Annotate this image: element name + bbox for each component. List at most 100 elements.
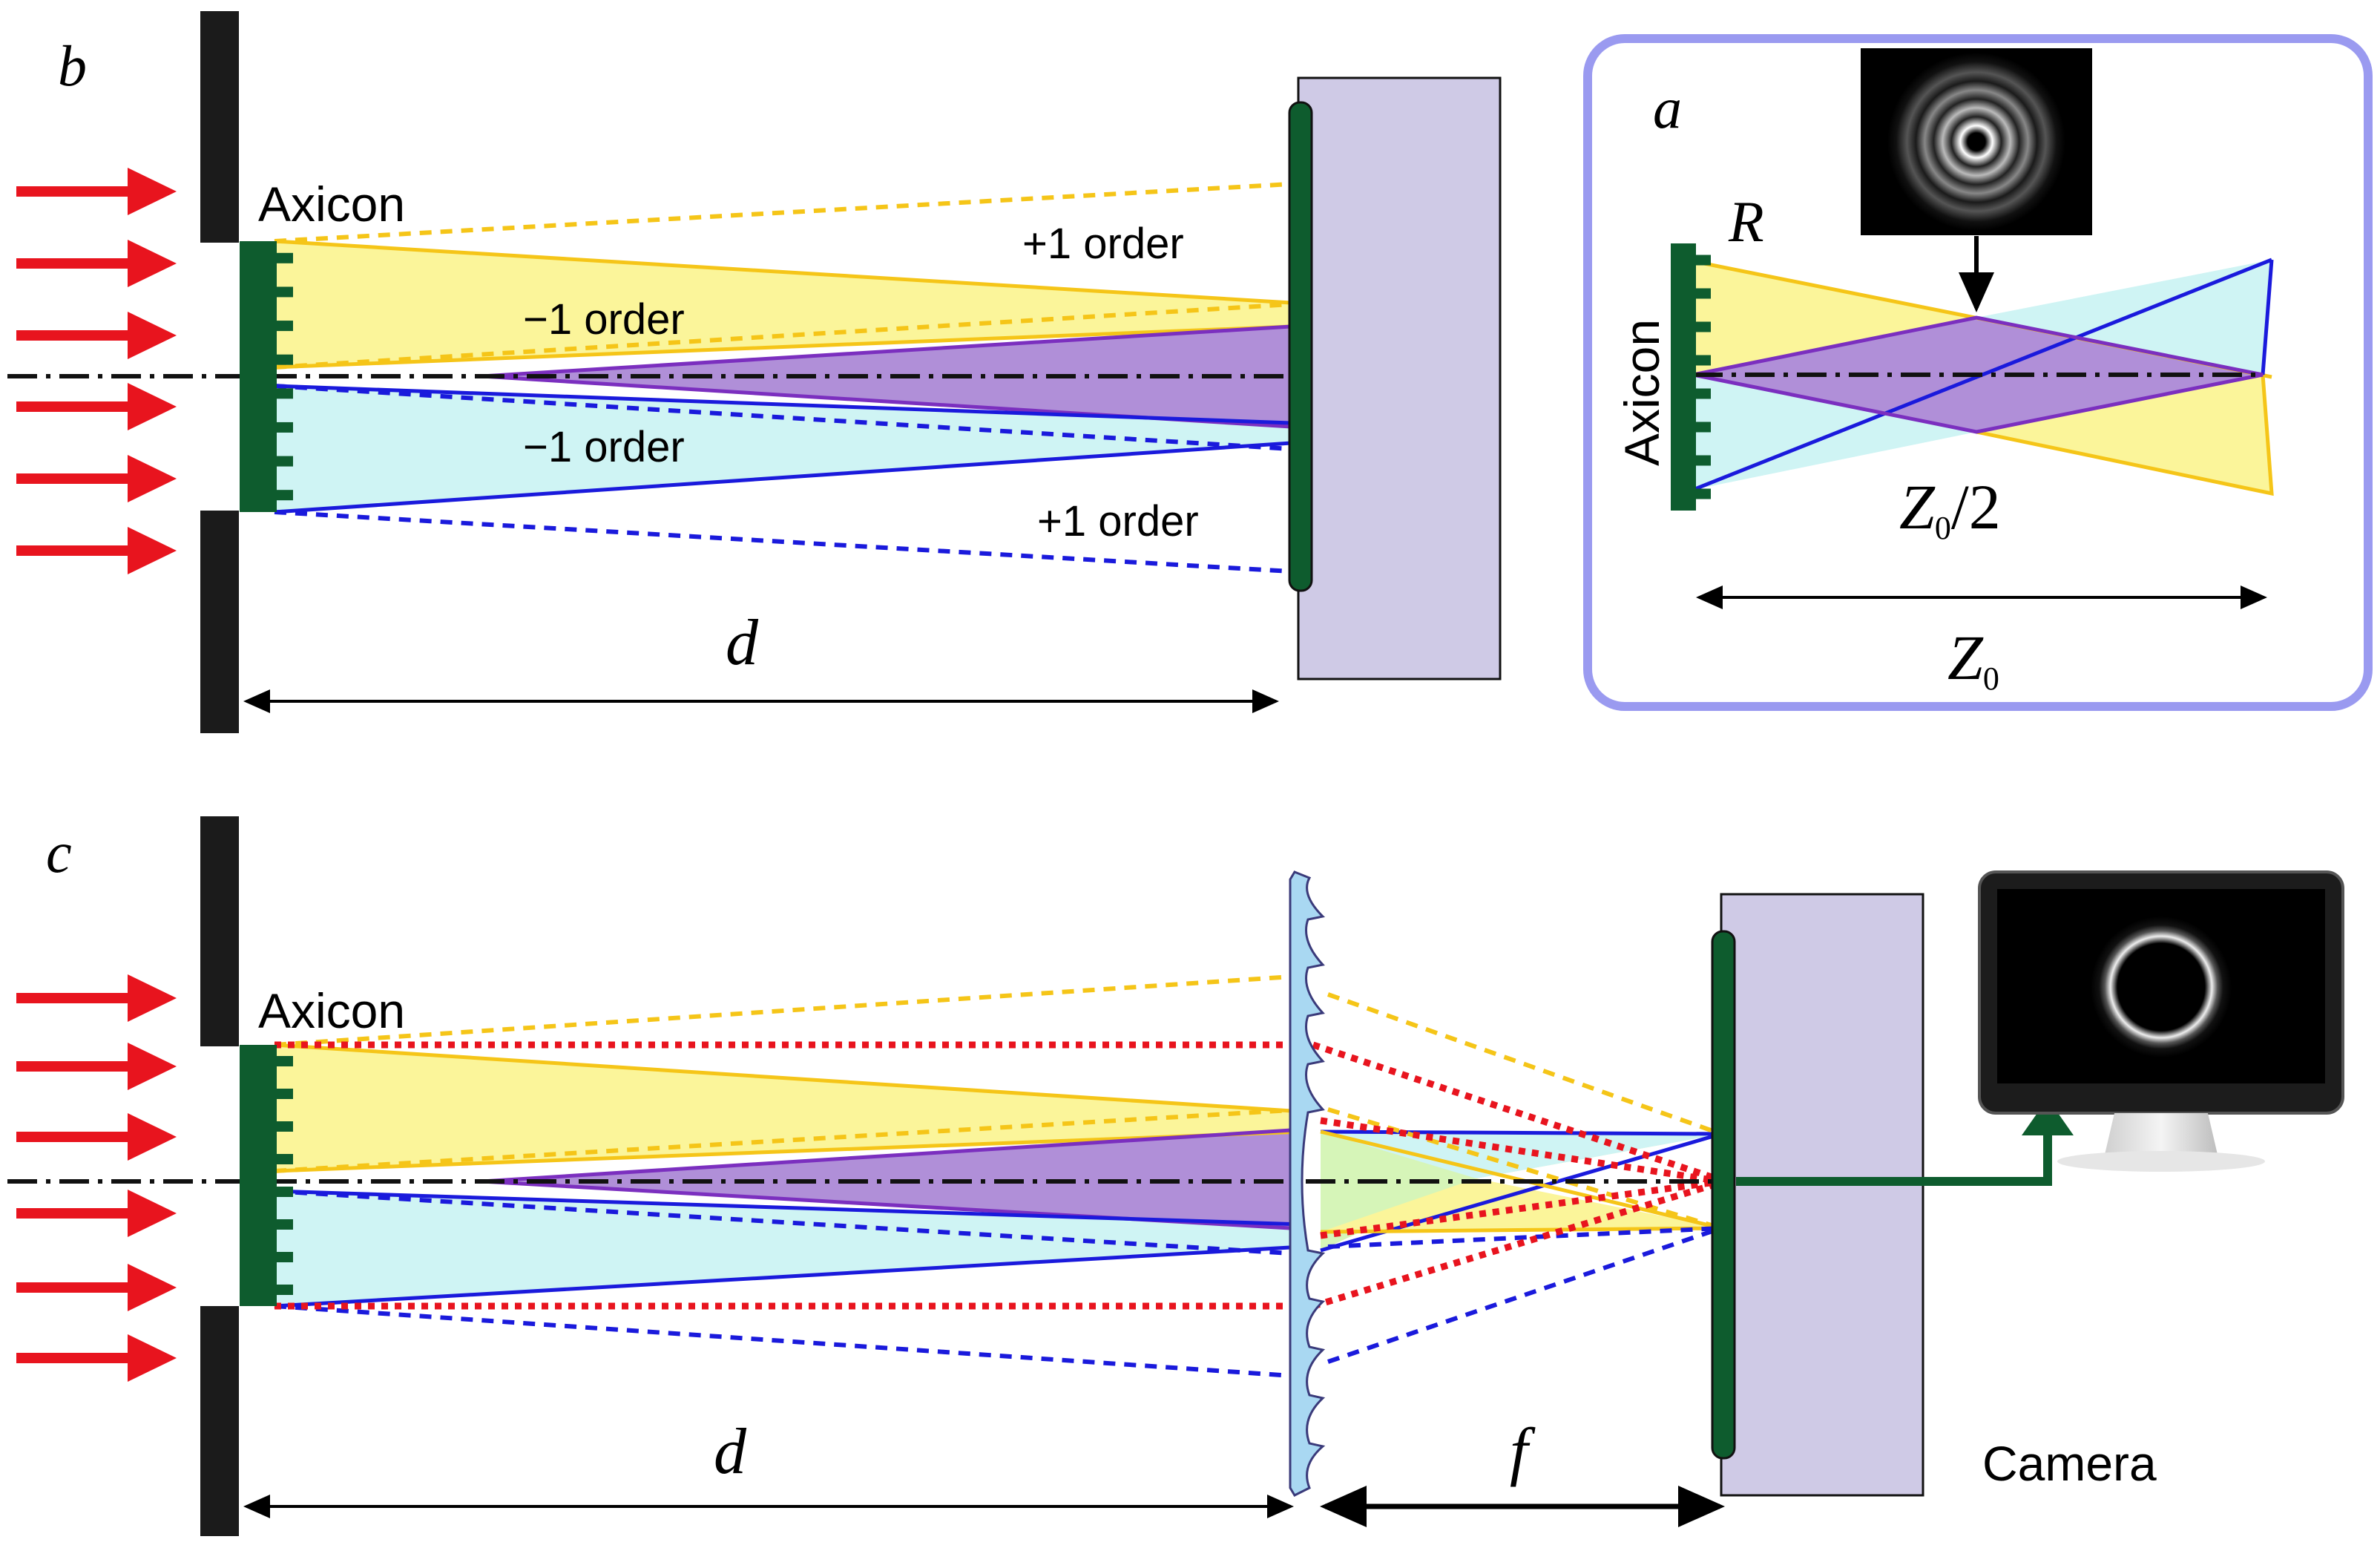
c-plus-ray-bottom	[274, 1304, 1304, 1379]
axicon-tooth	[277, 456, 293, 467]
panel-c: c Axicon d f Camera	[7, 816, 2344, 1536]
c-detector-strip	[1711, 930, 1736, 1460]
c-minus-ray-bottom	[274, 1189, 1304, 1256]
input-arrow	[16, 1043, 177, 1090]
axicon-label-b: Axicon	[258, 177, 405, 232]
length-label: Z0	[1947, 622, 1999, 697]
purple-edge-top	[481, 324, 1292, 378]
input-arrow	[16, 455, 177, 502]
axicon-tooth	[277, 286, 293, 298]
minus-order-beam-bottom	[275, 386, 1291, 512]
c-input-beam-arrows	[16, 974, 177, 1382]
input-arrow	[16, 1190, 177, 1237]
distance-label-c: d	[714, 1416, 747, 1488]
input-arrow	[16, 1113, 177, 1161]
focal-label: f	[1510, 1416, 1536, 1488]
c-screen-plate	[1720, 893, 1924, 1497]
input-beam-arrows	[16, 168, 177, 574]
input-arrow	[16, 974, 177, 1022]
inset-purple-outline	[1692, 315, 2264, 434]
blue-edge-bottom	[274, 441, 1292, 514]
c-plus-ray-top-after	[1327, 992, 1723, 1136]
camera-label: Camera	[1982, 1436, 2157, 1491]
axicon-tooth	[1696, 321, 1711, 332]
axicon-tooth	[277, 354, 293, 365]
axicon-tooth	[277, 1219, 293, 1230]
c-blue-edge-inner	[274, 1189, 1304, 1227]
c-cyan-focus	[1321, 1132, 1721, 1178]
c-yellow-beam	[275, 1045, 1303, 1171]
axicon-tooth	[277, 1285, 293, 1295]
inset-yellow-right	[1976, 375, 2272, 493]
input-arrow	[16, 240, 177, 287]
axicon-tooth	[277, 1056, 293, 1066]
inset-yellow-left	[1693, 261, 1976, 375]
panel-a-inset: a R Axicon Z0/2 Z0	[1583, 34, 2373, 711]
aperture-bottom	[200, 511, 239, 733]
axicon-tooth	[277, 1252, 293, 1262]
axicon-tooth	[277, 490, 293, 501]
panel-letter-a: a	[1653, 76, 1682, 140]
axicon-tooth	[277, 321, 293, 332]
c-yellow-edge-inner	[274, 1129, 1304, 1173]
camera-monitor	[1978, 870, 2344, 1172]
axicon-tooth	[1696, 488, 1711, 499]
minus-order-ray-bottom	[274, 384, 1292, 451]
axicon-tooth	[1696, 355, 1711, 366]
distance-label-b: d	[726, 607, 759, 679]
fresnel-lens	[1289, 870, 1326, 1497]
axicon-tooth	[277, 388, 293, 399]
panel-b: b Axicon +1 order −1 order −1 order +1 o…	[7, 11, 1502, 733]
axicon-tooth	[1696, 455, 1711, 466]
minus-order-ray-top	[274, 302, 1292, 370]
half-length-label: Z0/2	[1899, 471, 2001, 546]
c-red-ray-bottom-after	[1312, 1178, 1726, 1310]
c-plus-ray-top	[274, 974, 1304, 1047]
inset-axicon	[1671, 243, 1696, 511]
c-minus-ray-top	[274, 1107, 1304, 1173]
screen-plate	[1297, 76, 1502, 680]
input-arrow	[16, 1334, 177, 1382]
axicon-tooth	[277, 1154, 293, 1164]
detector-strip	[1288, 101, 1313, 592]
inset-yellow-outline	[1976, 374, 2274, 496]
panel-letter-b: b	[58, 33, 87, 98]
ring-image	[2091, 916, 2232, 1057]
axicon-tooth	[1696, 255, 1711, 266]
c-focus-blue-top	[1320, 1129, 1722, 1136]
axicon-tooth	[1696, 388, 1711, 399]
input-arrow	[16, 168, 177, 215]
c-plus-ray-bottom-after	[1327, 1226, 1722, 1364]
c-aperture-bottom	[200, 1306, 239, 1536]
axicon-tooth	[277, 1089, 293, 1099]
c-yellow-edge-top	[274, 1043, 1304, 1114]
c-focus-yellow-bottom	[1320, 1226, 1722, 1234]
axicon-tooth	[277, 1121, 293, 1132]
axicon-tooth	[277, 252, 293, 263]
c-blue-edge-bottom	[274, 1244, 1304, 1308]
input-arrow	[16, 527, 177, 574]
plus-order-ray-bottom	[274, 510, 1292, 574]
plus-order-ray-top	[274, 182, 1292, 243]
axicon-label-a: Axicon	[1614, 319, 1669, 466]
inset-blue-right-edge	[2261, 259, 2274, 375]
axicon-tooth	[277, 422, 293, 433]
axicon-tooth	[277, 1187, 293, 1197]
axicon-element	[240, 241, 277, 512]
c-red-ray-top-after	[1312, 1041, 1726, 1185]
blue-edge-inner	[274, 384, 1292, 425]
c-minus-ray-bottom-after	[1327, 1226, 1722, 1249]
camera-link-arrowhead	[2022, 1098, 2074, 1135]
axicon-tooth	[1696, 422, 1711, 433]
input-arrow	[16, 1264, 177, 1311]
order-label-minus-top: −1 order	[523, 295, 685, 344]
panel-letter-c: c	[46, 820, 72, 885]
c-cyan-beam	[275, 1191, 1303, 1306]
input-arrow	[16, 312, 177, 359]
camera-link	[1736, 1132, 2052, 1186]
radius-label: R	[1728, 189, 1764, 254]
order-label-minus-bottom: −1 order	[523, 423, 685, 471]
axicon-tooth	[1696, 288, 1711, 299]
